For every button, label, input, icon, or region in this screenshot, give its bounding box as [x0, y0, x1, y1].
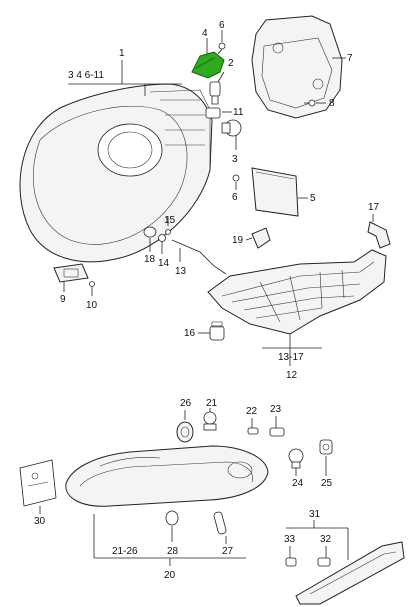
label-14: 14: [158, 258, 170, 269]
label-8: 8: [329, 98, 335, 109]
label-7: 7: [347, 53, 353, 64]
part-7-rear-housing[interactable]: [251, 15, 343, 119]
label-20-sub: 21-26: [112, 546, 138, 557]
part-9-bracket[interactable]: [53, 263, 89, 283]
part-8-screw[interactable]: [304, 99, 316, 107]
label-30: 30: [34, 516, 46, 527]
label-9: 9: [60, 294, 66, 305]
part-2-bulb[interactable]: [209, 81, 221, 105]
label-32: 32: [320, 534, 332, 545]
part-21-socket[interactable]: [203, 411, 217, 431]
label-23: 23: [270, 404, 282, 415]
label-20: 20: [164, 570, 176, 581]
part-30-label-card[interactable]: [19, 459, 57, 507]
label-10: 10: [86, 300, 98, 311]
part-17-clip[interactable]: [367, 221, 391, 249]
part-33-bulb[interactable]: [285, 557, 297, 567]
part-20-bumper-lamp[interactable]: [65, 445, 269, 507]
label-22: 22: [246, 406, 258, 417]
label-15: 15: [164, 215, 176, 226]
label-1: 1: [119, 48, 125, 59]
part-16-plug[interactable]: [209, 321, 225, 341]
label-33: 33: [284, 534, 296, 545]
part-28-grommet[interactable]: [165, 510, 179, 526]
label-3: 3: [232, 154, 238, 165]
label-31: 31: [309, 509, 321, 520]
part-18-grommet[interactable]: [143, 226, 157, 238]
part-31-side-marker[interactable]: [295, 541, 405, 605]
label-26: 26: [180, 398, 192, 409]
part-10-screw[interactable]: [89, 281, 95, 287]
part-24-bulb[interactable]: [288, 448, 304, 469]
label-2: 2: [228, 58, 234, 69]
part-6-screw-lower[interactable]: [232, 174, 240, 182]
part-22-bulb[interactable]: [247, 427, 259, 435]
part-26-seal[interactable]: [176, 421, 194, 443]
label-16: 16: [184, 328, 196, 339]
label-18: 18: [144, 254, 156, 265]
part-15-clip[interactable]: [165, 229, 171, 235]
label-4: 4: [202, 28, 208, 39]
label-27: 27: [222, 546, 234, 557]
part-5-control-unit[interactable]: [251, 167, 299, 217]
label-12-sub: 13-17: [278, 352, 304, 363]
label-13: 13: [175, 266, 187, 277]
label-6-top: 6: [219, 20, 225, 31]
part-6-screw-top[interactable]: [217, 42, 226, 55]
label-21: 21: [206, 398, 218, 409]
part-19-holder[interactable]: [251, 227, 271, 249]
part-27-pin[interactable]: [213, 511, 227, 535]
part-12-under-tray[interactable]: [207, 249, 387, 335]
label-24: 24: [292, 478, 304, 489]
label-19: 19: [232, 235, 244, 246]
part-3-bulb[interactable]: [221, 119, 242, 137]
part-14-nut[interactable]: [158, 234, 166, 242]
part-25-socket[interactable]: [319, 439, 333, 455]
label-12: 12: [286, 370, 298, 381]
part-4-ignitor[interactable]: [191, 51, 225, 79]
part-13-adjuster-rod[interactable]: [171, 239, 227, 275]
label-1-sub: 3 4 6-11: [68, 70, 104, 81]
label-28: 28: [167, 546, 179, 557]
label-25: 25: [321, 478, 333, 489]
label-5: 5: [310, 193, 316, 204]
label-6-lower: 6: [232, 192, 238, 203]
part-11-bulb-holder[interactable]: [205, 107, 221, 119]
headlamp-housing[interactable]: [19, 83, 213, 263]
label-11: 11: [233, 107, 244, 118]
label-17: 17: [368, 202, 380, 213]
part-32-socket[interactable]: [317, 557, 331, 567]
part-23-bulb[interactable]: [269, 427, 285, 437]
